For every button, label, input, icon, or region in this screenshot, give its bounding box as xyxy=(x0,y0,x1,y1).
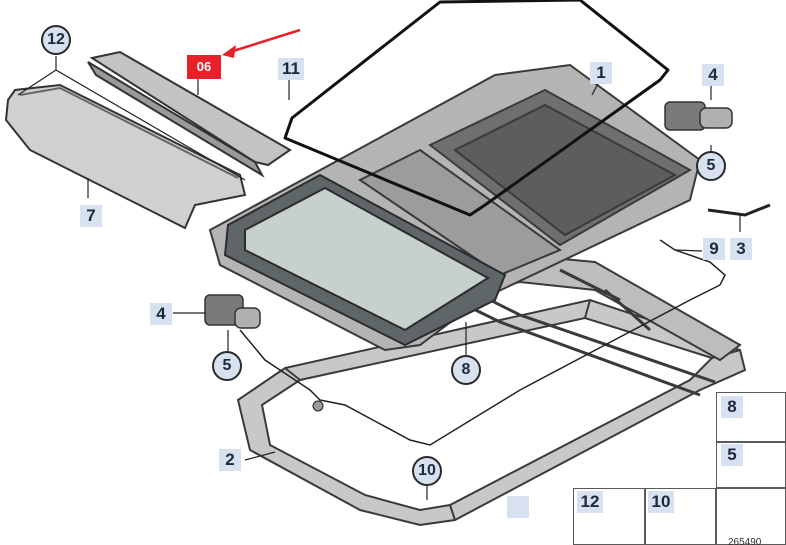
lower-frame xyxy=(236,298,747,527)
legend-label-8: 8 xyxy=(721,396,743,418)
seal-ring xyxy=(283,0,670,217)
legend-label-5: 5 xyxy=(721,444,743,466)
empty-callout xyxy=(507,496,529,518)
drive-motor-left xyxy=(204,294,261,329)
drive-motor-right xyxy=(664,101,733,131)
callout-7: 7 xyxy=(80,205,102,227)
callout-2: 2 xyxy=(219,449,241,471)
highlight-badge: 06 xyxy=(187,55,221,79)
callout-9: 9 xyxy=(703,238,725,260)
callout-11: 11 xyxy=(278,58,304,80)
diagram-id: 265490 xyxy=(728,537,762,545)
callout-3: 3 xyxy=(730,238,752,260)
cable-3 xyxy=(707,203,771,217)
callout-5-right: 5 xyxy=(696,151,726,181)
wind-deflector xyxy=(87,50,292,178)
cable-connector-icon xyxy=(312,400,324,412)
callout-5-left: 5 xyxy=(212,351,242,381)
callout-8: 8 xyxy=(451,355,481,385)
legend-label-12: 12 xyxy=(577,491,603,513)
legend-label-10: 10 xyxy=(648,491,674,513)
cable-9 xyxy=(659,239,726,286)
cover-trim xyxy=(4,83,247,230)
callout-4-right: 4 xyxy=(702,64,724,86)
callout-4-left: 4 xyxy=(150,303,172,325)
callout-1: 1 xyxy=(590,62,612,84)
red-pointer-arrow xyxy=(222,28,301,58)
callout-12: 12 xyxy=(41,25,71,55)
drain-cable-lower xyxy=(239,284,721,446)
glass-panel xyxy=(223,173,507,347)
callout-10: 10 xyxy=(412,456,442,486)
